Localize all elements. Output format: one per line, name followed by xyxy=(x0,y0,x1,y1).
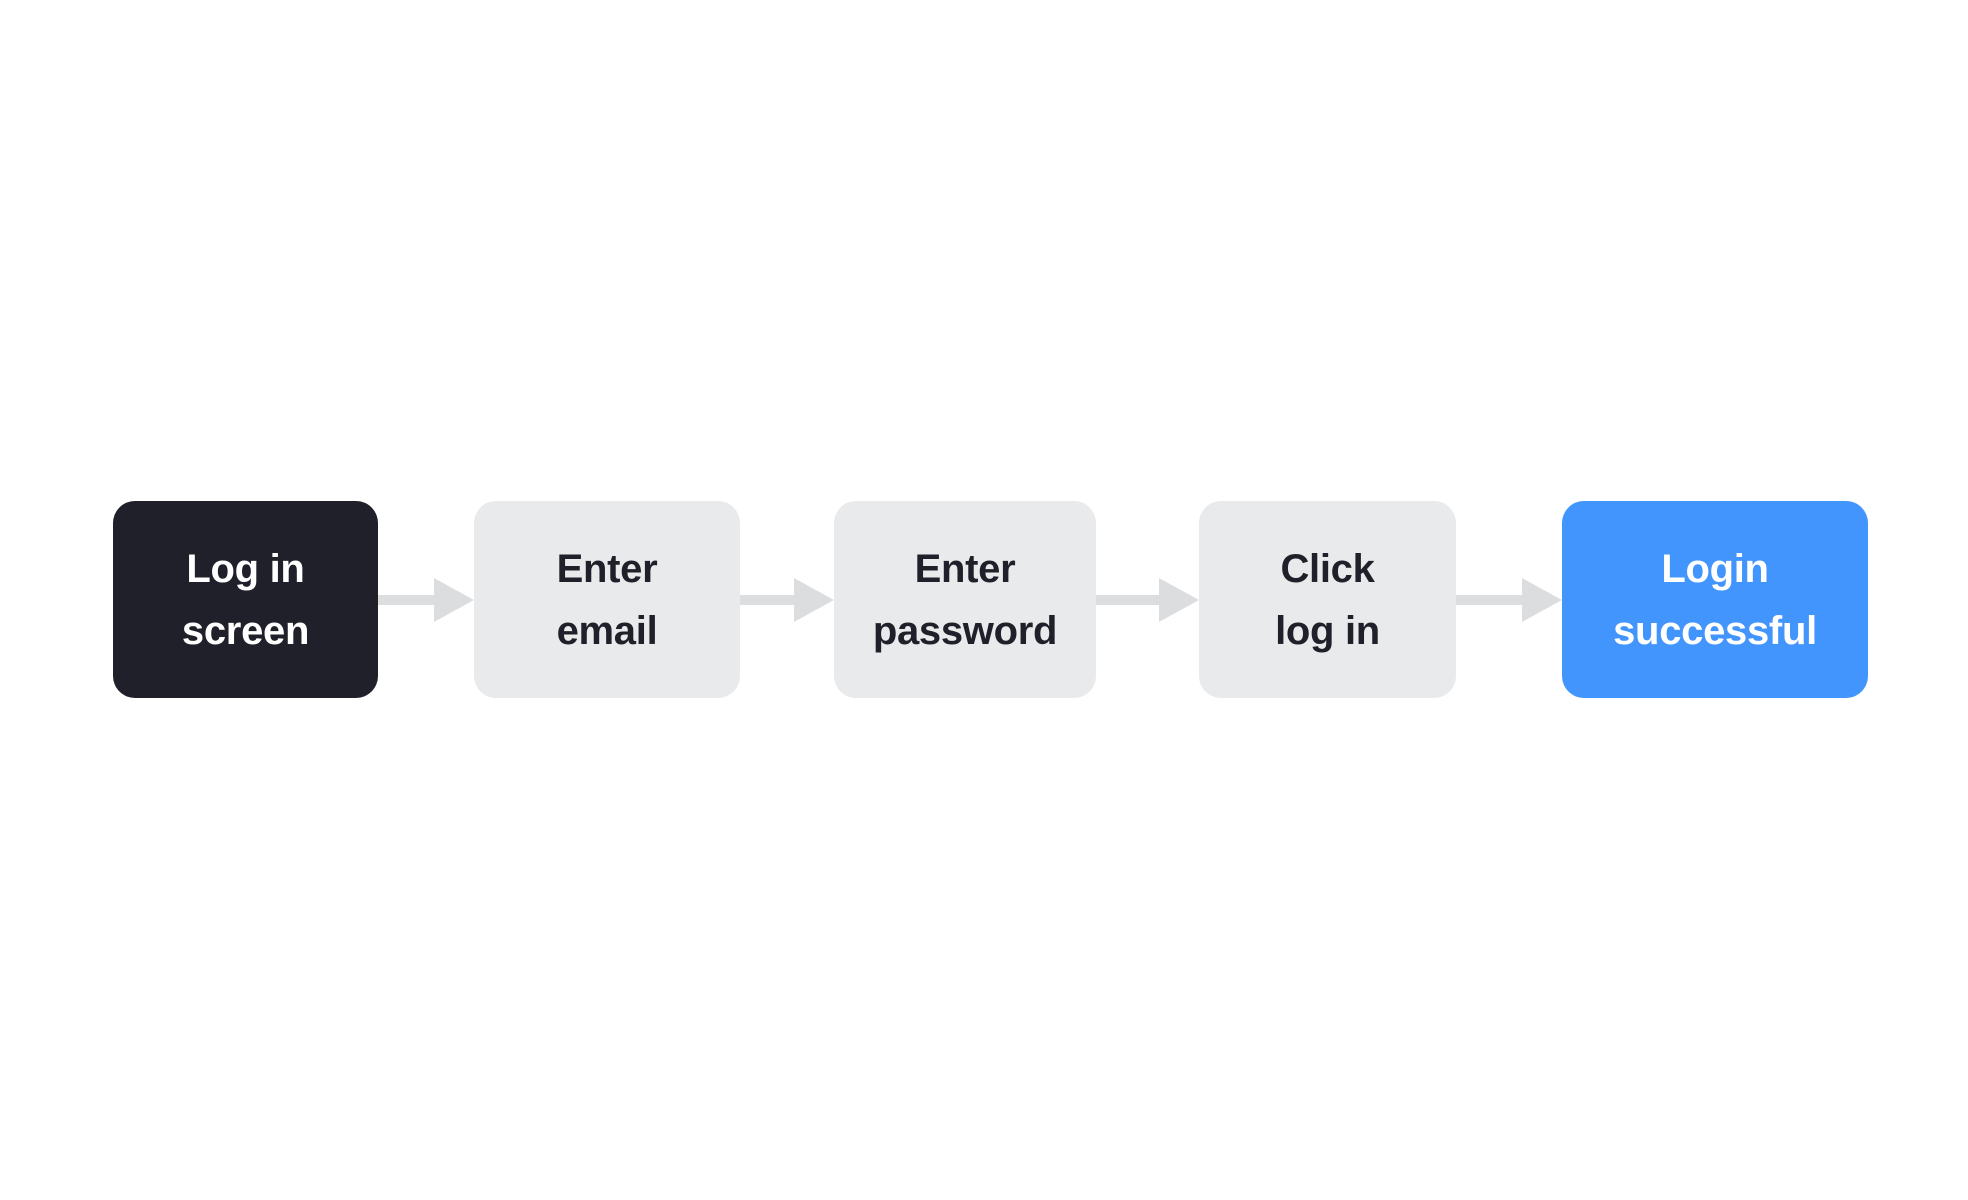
flow-node-login-successful-line-2: successful xyxy=(1613,608,1817,653)
flow-node-enter-password-line-2: password xyxy=(872,608,1058,653)
flow-node-click-log-in-line-2: log in xyxy=(1275,608,1380,653)
connector-arrow-3 xyxy=(1096,577,1199,622)
flow-node-login-screen-line-2: screen xyxy=(181,608,310,653)
arrow-right-icon xyxy=(1096,577,1199,622)
flowchart: Log in screen Enter email Enter password xyxy=(113,501,1868,698)
flow-node-click-log-in-line-1: Click xyxy=(1280,546,1375,591)
flow-node-enter-email[interactable]: Enter email xyxy=(474,501,740,698)
flow-node-login-successful-line-1: Login xyxy=(1661,546,1769,591)
connector-arrow-4 xyxy=(1456,577,1562,622)
flow-node-enter-password-line-1: Enter xyxy=(914,546,1016,591)
arrow-right-icon xyxy=(1456,577,1562,622)
arrow-right-icon xyxy=(740,577,834,622)
flow-node-enter-password[interactable]: Enter password xyxy=(834,501,1096,698)
flow-node-enter-email-line-2: email xyxy=(556,608,658,653)
arrow-right-icon xyxy=(378,577,474,622)
flow-node-enter-email-line-1: Enter xyxy=(556,546,658,591)
flow-node-login-successful[interactable]: Login successful xyxy=(1562,501,1868,698)
flow-node-click-log-in[interactable]: Click log in xyxy=(1199,501,1456,698)
flow-node-login-screen-line-1: Log in xyxy=(186,546,305,591)
connector-arrow-2 xyxy=(740,577,834,622)
flow-node-login-screen[interactable]: Log in screen xyxy=(113,501,378,698)
connector-arrow-1 xyxy=(378,577,474,622)
